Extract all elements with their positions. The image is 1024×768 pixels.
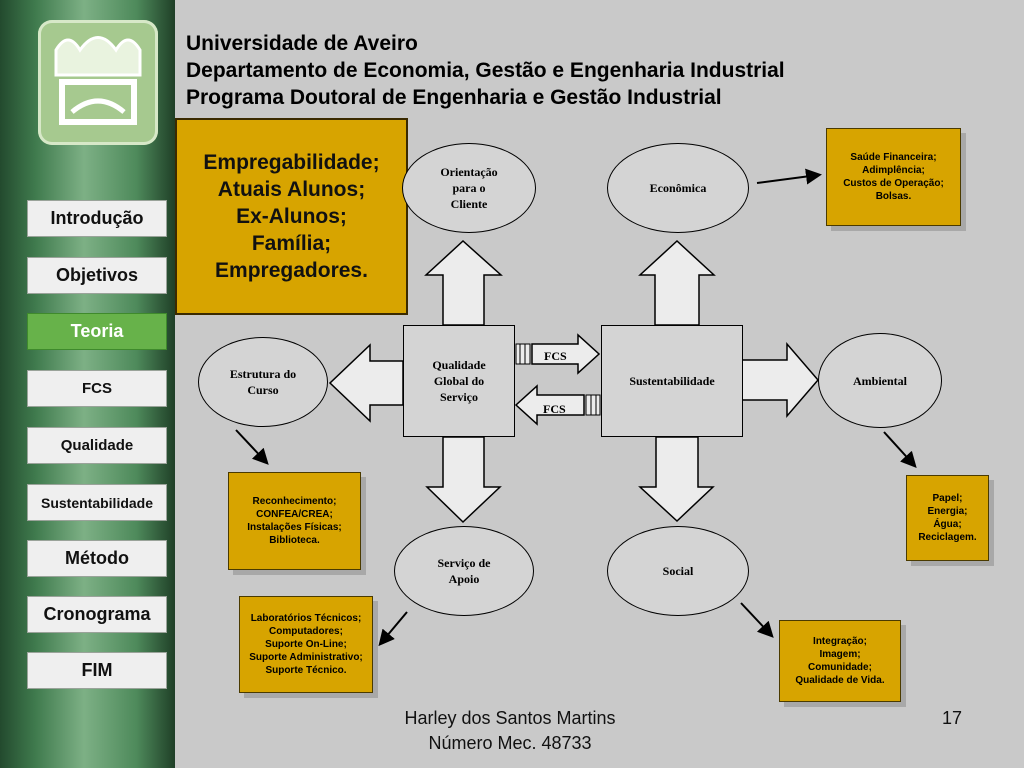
stakeholder-item: Ex-Alunos; xyxy=(236,205,347,228)
slide-number: 17 xyxy=(941,708,963,728)
node-label: Serviço de Apoio xyxy=(437,556,491,586)
fcs-label-top: FCS xyxy=(544,349,567,363)
box-line: Suporte On-Line; xyxy=(265,639,347,650)
fcs-stripes-right xyxy=(515,343,531,365)
box-line: Laboratórios Técnicos; xyxy=(250,613,362,624)
university-logo xyxy=(38,20,158,145)
line-arrow-economica xyxy=(756,168,822,185)
nav-introducao[interactable]: Introdução xyxy=(27,200,167,237)
nav-label: Objetivos xyxy=(55,265,139,285)
stakeholder-item: Atuais Alunos; xyxy=(217,178,366,201)
box-ambiental: Papel; Energia; Água; Reciclagem. xyxy=(906,475,989,561)
box-line: Qualidade de Vida. xyxy=(795,675,885,686)
nav-cronograma[interactable]: Cronograma xyxy=(27,596,167,633)
slide-header: Universidade de Aveiro Departamento de E… xyxy=(186,30,785,111)
box-line: Comunidade; xyxy=(808,662,872,673)
node-orientacao-cliente: Orientação para o Cliente xyxy=(402,143,536,233)
header-line-program: Programa Doutoral de Engenharia e Gestão… xyxy=(186,86,722,109)
stakeholder-item: Empregadores. xyxy=(215,259,368,282)
line-arrow-apoio xyxy=(378,611,408,647)
logo-icon xyxy=(54,36,142,125)
sidebar: Introdução Objetivos Teoria FCS Qualidad… xyxy=(0,0,175,768)
fcs-arrow-right xyxy=(531,333,601,375)
node-label: Orientação para o Cliente xyxy=(440,165,498,211)
box-line: Biblioteca. xyxy=(269,535,320,546)
nav-label: FIM xyxy=(81,660,113,680)
box-line: Saúde Financeira; xyxy=(850,152,937,163)
node-label: Qualidade Global do Serviço xyxy=(432,358,486,404)
fcs-label-bottom: FCS xyxy=(543,402,566,416)
nav-label: Qualidade xyxy=(60,437,134,454)
block-arrow-down-left xyxy=(425,436,502,524)
line-arrow-ambiental xyxy=(883,431,917,468)
nav-fcs[interactable]: FCS xyxy=(27,370,167,407)
box-estrutura: Reconhecimento; CONFEA/CREA; Instalações… xyxy=(228,472,361,570)
nav-label: FCS xyxy=(82,380,112,397)
block-arrow-up-left xyxy=(424,239,503,326)
box-line: CONFEA/CREA; xyxy=(256,509,333,520)
node-economica: Econômica xyxy=(607,143,749,233)
node-social: Social xyxy=(607,526,749,616)
fcs-arrow-left xyxy=(514,384,585,426)
nav-sustentabilidade[interactable]: Sustentabilidade xyxy=(27,484,167,521)
stakeholder-panel: Empregabilidade; Atuais Alunos; Ex-Aluno… xyxy=(175,118,408,315)
nav-teoria[interactable]: Teoria xyxy=(27,313,167,350)
header-line-department: Departamento de Economia, Gestão e Engen… xyxy=(186,59,785,82)
node-estrutura-curso: Estrutura do Curso xyxy=(198,337,328,427)
box-line: Suporte Administrativo; xyxy=(249,652,363,663)
nav-metodo[interactable]: Método xyxy=(27,540,167,577)
footer-author: Harley dos Santos Martins xyxy=(404,708,616,728)
box-line: Água; xyxy=(933,519,962,530)
box-line: Adimplência; xyxy=(862,165,925,176)
stakeholder-item: Família; xyxy=(251,232,332,255)
nav-label: Cronograma xyxy=(43,604,151,624)
box-line: Suporte Técnico. xyxy=(265,665,347,676)
node-sustentabilidade: Sustentabilidade xyxy=(601,325,743,437)
block-arrow-down-right xyxy=(638,436,715,523)
box-line: Reciclagem. xyxy=(918,532,977,543)
node-label: Econômica xyxy=(649,181,707,195)
nav-label: Introdução xyxy=(50,208,144,228)
nav-label: Teoria xyxy=(70,321,124,341)
node-label: Sustentabilidade xyxy=(629,374,715,388)
box-line: Papel; xyxy=(932,493,963,504)
node-label: Social xyxy=(662,564,694,578)
nav-label: Sustentabilidade xyxy=(40,494,154,511)
nav-objetivos[interactable]: Objetivos xyxy=(27,257,167,294)
line-arrow-estrutura xyxy=(235,429,269,465)
box-line: Instalações Físicas; xyxy=(247,522,342,533)
box-line: Bolsas. xyxy=(875,191,912,202)
box-line: Integração; xyxy=(813,636,867,647)
box-line: Energia; xyxy=(927,506,968,517)
node-label: Estrutura do Curso xyxy=(229,367,297,397)
nav-fim[interactable]: FIM xyxy=(27,652,167,689)
node-qualidade-global: Qualidade Global do Serviço xyxy=(403,325,515,437)
node-servico-apoio: Serviço de Apoio xyxy=(394,526,534,616)
node-label: Ambiental xyxy=(853,373,907,388)
nav-label: Método xyxy=(65,548,129,568)
node-ambiental: Ambiental xyxy=(818,333,942,428)
box-line: Imagem; xyxy=(819,649,861,660)
fcs-stripes-left xyxy=(585,394,601,416)
box-line: Reconhecimento; xyxy=(252,496,337,507)
block-arrow-left xyxy=(328,343,404,423)
header-line-university: Universidade de Aveiro xyxy=(186,32,418,55)
box-economica: Saúde Financeira; Adimplência; Custos de… xyxy=(826,128,961,226)
box-social: Integração; Imagem; Comunidade; Qualidad… xyxy=(779,620,901,702)
box-line: Custos de Operação; xyxy=(843,178,944,189)
block-arrow-right xyxy=(741,341,819,419)
stakeholder-item: Empregabilidade; xyxy=(203,151,380,174)
nav-qualidade[interactable]: Qualidade xyxy=(27,427,167,464)
box-apoio: Laboratórios Técnicos; Computadores; Sup… xyxy=(239,596,373,693)
line-arrow-social xyxy=(740,602,774,638)
block-arrow-up-right xyxy=(638,239,716,326)
footer-student-number: Número Mec. 48733 xyxy=(428,733,592,753)
box-line: Computadores; xyxy=(269,626,343,637)
